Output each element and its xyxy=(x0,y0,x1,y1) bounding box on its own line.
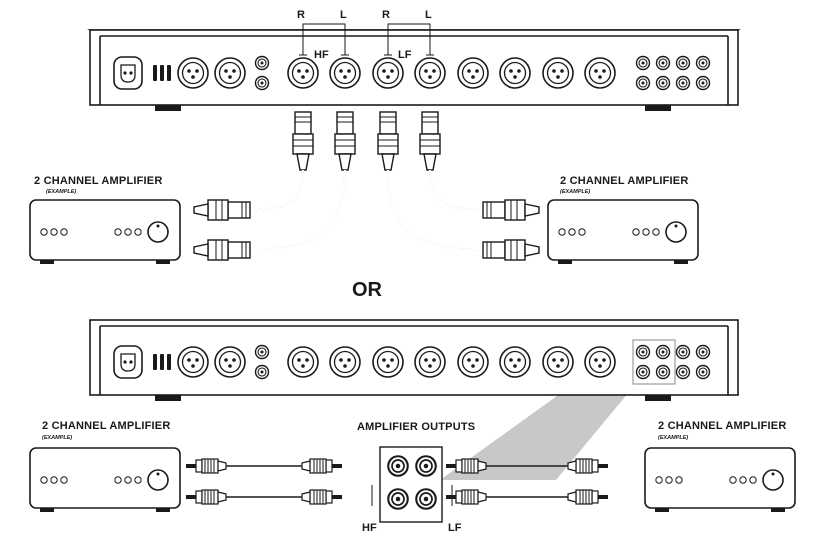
xlr-output-icon xyxy=(457,57,489,89)
rca-jack-icon xyxy=(254,364,270,380)
rca-jack-icon xyxy=(695,364,711,380)
xlr-output-icon xyxy=(499,346,531,378)
xlr-output-icon xyxy=(542,57,574,89)
switch-icon xyxy=(153,354,171,370)
hf-label: HF xyxy=(314,49,329,61)
amp-title: 2 CHANNEL AMPLIFIER xyxy=(42,420,170,432)
rca-jack-icon xyxy=(635,344,651,360)
amp-title: 2 CHANNEL AMPLIFIER xyxy=(34,175,162,187)
xlr-output-icon xyxy=(287,57,319,89)
amplifier-outputs-panel xyxy=(371,446,453,523)
amplifier-right-top xyxy=(547,199,699,265)
channel-label-r: R xyxy=(382,9,390,21)
xlr-output-icon xyxy=(329,346,361,378)
rca-jack-icon xyxy=(655,75,671,91)
xlr-output-icon xyxy=(372,57,404,89)
channel-label-r: R xyxy=(297,9,305,21)
rca-jack-icon xyxy=(695,344,711,360)
amplifier-outputs-title: AMPLIFIER OUTPUTS xyxy=(357,421,475,433)
rca-jack-icon xyxy=(695,75,711,91)
amplifier-left-bottom xyxy=(29,447,181,513)
switch-icon xyxy=(153,65,171,81)
amp-subtitle: (EXAMPLE) xyxy=(560,189,590,195)
power-inlet-icon xyxy=(113,56,143,90)
xlr-output-icon xyxy=(542,346,574,378)
xlr-output-icon xyxy=(584,57,616,89)
xlr-input-icon xyxy=(214,57,246,89)
amp-subtitle: (EXAMPLE) xyxy=(658,435,688,441)
xlr-input-icon xyxy=(177,346,209,378)
rca-jack-icon xyxy=(675,55,691,71)
rca-jack-icon xyxy=(254,344,270,360)
xlr-output-icon xyxy=(329,57,361,89)
amplifier-left-top xyxy=(29,199,181,265)
xlr-output-icon xyxy=(372,346,404,378)
rca-jack-icon xyxy=(254,55,270,71)
rca-jack-icon xyxy=(695,55,711,71)
lf-label: LF xyxy=(448,522,462,534)
rca-jack-icon xyxy=(655,364,671,380)
rca-jack-icon xyxy=(254,75,270,91)
xlr-output-icon xyxy=(414,57,446,89)
xlr-output-icon xyxy=(457,346,489,378)
or-separator: OR xyxy=(352,279,383,301)
rca-jack-icon xyxy=(675,364,691,380)
rca-jack-icon xyxy=(635,55,651,71)
xlr-input-icon xyxy=(214,346,246,378)
amp-title: 2 CHANNEL AMPLIFIER xyxy=(560,175,688,187)
lf-label: LF xyxy=(398,49,412,61)
rca-cables xyxy=(185,458,609,505)
xlr-cables xyxy=(193,111,540,261)
xlr-input-icon xyxy=(177,57,209,89)
rca-jack-icon xyxy=(635,75,651,91)
channel-label-l: L xyxy=(425,9,432,21)
amplifier-right-bottom xyxy=(644,447,796,513)
hf-label: HF xyxy=(362,522,377,534)
rca-jack-icon xyxy=(675,75,691,91)
channel-brackets xyxy=(299,23,434,56)
rca-jack-icon xyxy=(655,344,671,360)
xlr-output-icon xyxy=(287,346,319,378)
xlr-output-icon xyxy=(584,346,616,378)
xlr-output-icon xyxy=(414,346,446,378)
rca-jack-icon xyxy=(655,55,671,71)
processor-bottom xyxy=(89,319,739,401)
processor-top xyxy=(87,29,741,111)
power-inlet-icon xyxy=(113,345,143,379)
xlr-output-icon xyxy=(499,57,531,89)
amp-title: 2 CHANNEL AMPLIFIER xyxy=(658,420,786,432)
rca-jack-icon xyxy=(675,344,691,360)
rca-jack-icon xyxy=(635,364,651,380)
channel-label-l: L xyxy=(340,9,347,21)
amp-subtitle: (EXAMPLE) xyxy=(46,189,76,195)
amp-subtitle: (EXAMPLE) xyxy=(42,435,72,441)
